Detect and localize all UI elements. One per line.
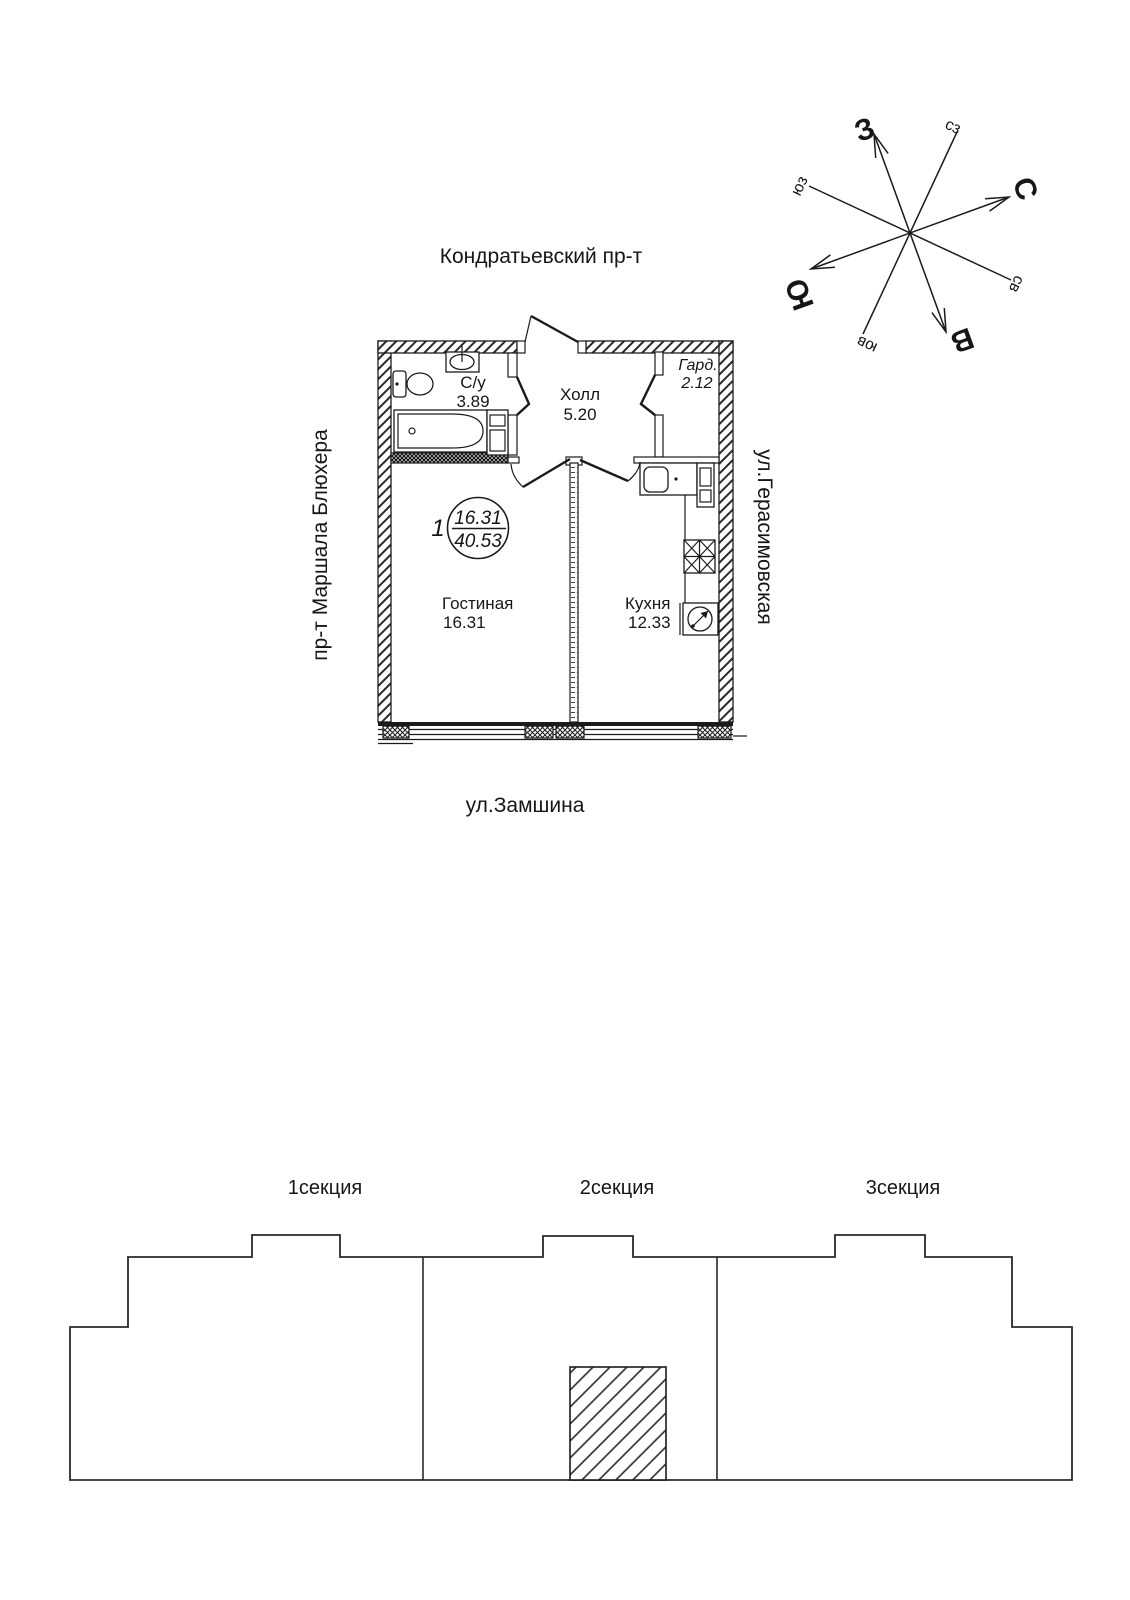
stove-symbol (683, 539, 716, 574)
wall-left (377, 340, 392, 723)
hall-name: Холл (560, 385, 600, 404)
living-door-leaf (522, 457, 571, 489)
wall-right (718, 340, 734, 723)
south-arrowhead-icon (808, 254, 835, 270)
washer-cabinet-symbol (486, 409, 509, 456)
compass-southwest-label: юз (788, 174, 812, 199)
window-pier-left (382, 725, 410, 739)
kitchen-door-leaf (579, 458, 629, 483)
street-label-top: Кондратьевский пр-т (440, 245, 643, 268)
street-label-right: ул.Герасимовская (753, 449, 776, 625)
entrance-door-swing (524, 315, 532, 343)
north-arrowhead-icon (985, 196, 1012, 212)
wall-top-left (377, 340, 518, 354)
apartment-number: 1 (431, 515, 444, 542)
apartment-living-area: 16.31 (454, 508, 502, 529)
window-band (378, 722, 747, 745)
hall-wardrobe-wall-lower (654, 414, 664, 458)
hall-wardrobe-wall-upper (654, 351, 664, 376)
compass-east-label: В (946, 321, 978, 359)
entry-jamb-right (577, 340, 587, 354)
doors (510, 314, 657, 489)
vent-symbol (679, 602, 719, 636)
wardrobe-door (639, 374, 657, 416)
area-stamp-circle (446, 496, 510, 560)
compass-rays (808, 131, 1012, 335)
living-name: Гостиная (442, 594, 513, 613)
kitchen-area: 12.33 (628, 613, 671, 632)
compass-northeast-label: св (1005, 273, 1027, 295)
kitchen-door-swing (627, 461, 641, 482)
window-pier-right (697, 725, 732, 739)
bathroom-fixtures (392, 344, 509, 456)
apartment-location-marker (569, 1366, 667, 1481)
room-labels: С/у 3.89 Холл 5.20 Гард. 2.12 Гостиная 1… (442, 357, 718, 632)
section-3-label: 3секция (866, 1177, 940, 1199)
apartment-total-area: 40.53 (454, 531, 502, 552)
toilet-tank-symbol (392, 370, 407, 398)
street-labels: Кондратьевский пр-т пр-т Маршала Блюхера… (309, 245, 776, 817)
bathroom-door (515, 376, 531, 416)
toilet-bowl-symbol (406, 372, 434, 396)
wardrobe-bottom-wall (633, 456, 720, 464)
section-2-label: 2секция (580, 1177, 654, 1199)
living-kitchen-wall (569, 462, 579, 723)
wardrobe-name: Гард. (678, 357, 717, 374)
kitchen-sink-symbol (643, 466, 669, 493)
building-footprint: 1секция 2секция 3секция (69, 1177, 1073, 1481)
kitchen-name: Кухня (625, 594, 671, 613)
street-label-left: пр-т Маршала Блюхера (309, 429, 332, 661)
building-outline (69, 1234, 1073, 1481)
bath-hall-wall-upper (507, 352, 518, 378)
east-arrowhead-icon (931, 308, 947, 335)
compass-northwest-label: сз (942, 116, 963, 138)
entry-jamb-left (516, 340, 526, 354)
wall-bottom-line (378, 722, 733, 726)
bathtub-symbol (393, 409, 488, 453)
hall-bottom-wall-left (507, 456, 520, 464)
compass-southeast-label: юв (854, 332, 880, 356)
apartment-plan: С/у 3.89 Холл 5.20 Гард. 2.12 Гостиная 1… (377, 314, 747, 745)
bath-hall-wall-lower (507, 414, 518, 456)
section-1-label: 1секция (288, 1177, 362, 1199)
interior-walls (390, 351, 720, 723)
bathroom-area: 3.89 (456, 392, 489, 411)
wall-top-right (585, 340, 734, 354)
compass-south-label: Ю (779, 274, 821, 314)
street-label-bottom: ул.Замшина (466, 794, 585, 817)
living-area: 16.31 (443, 613, 486, 632)
outer-walls (377, 340, 734, 723)
entrance-door-leaf (530, 314, 579, 344)
bathroom-name: С/у (460, 373, 486, 392)
window-pier-middle-left (524, 725, 554, 739)
apartment-stamp: 1 16.31 40.53 (431, 496, 510, 560)
compass-north-label: С (1006, 173, 1044, 205)
window-pier-middle-right (555, 725, 585, 739)
wardrobe-area: 2.12 (680, 375, 712, 392)
west-arrowhead-icon (873, 131, 889, 158)
compass-rose: С В Ю З сз св юз юв (779, 111, 1044, 359)
living-door-swing (510, 463, 524, 488)
compass-west-label: З (850, 111, 879, 148)
hall-area: 5.20 (563, 405, 596, 424)
kitchen-fixtures (639, 462, 719, 636)
kitchen-cabinet-symbol (696, 462, 715, 508)
